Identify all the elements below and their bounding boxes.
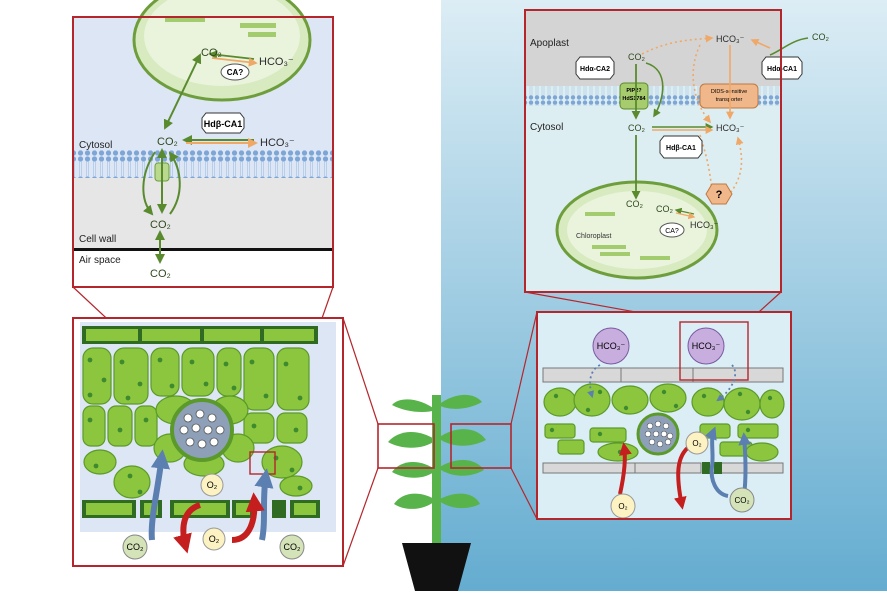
right-leaf-o2-bottom: O₂ xyxy=(618,502,627,511)
right-pip-label: PIP2? xyxy=(626,88,642,94)
left-cell-wall xyxy=(73,178,333,248)
right-hdb-ca1: Hdβ-CA1 xyxy=(666,145,696,152)
left-cytosol-co2: CO₂ xyxy=(157,136,178,148)
right-dids-line2: transporter xyxy=(716,97,743,103)
right-chloroplast-label: Chloroplast xyxy=(576,233,611,240)
right-leaf-co2-bottom: CO₂ xyxy=(734,496,749,505)
right-dids-line1: DIDS-sensitive xyxy=(711,89,747,95)
left-cytosol-label: Cytosol xyxy=(79,140,112,151)
left-leaf-o2-center: O₂ xyxy=(207,480,218,490)
right-apo-co2: CO₂ xyxy=(628,52,646,62)
right-leaf-o2-right: O₂ xyxy=(692,439,701,448)
left-zoom-panel: CO₂ HCO₃⁻ CA? Cytosol CO₂ Hdβ-CA1 HCO₃⁻ … xyxy=(72,0,334,288)
right-cyt-hco3: HCO₃⁻ xyxy=(716,123,745,133)
right-chl-co2-a: CO₂ xyxy=(626,199,644,209)
left-air-space-label: Air space xyxy=(79,255,121,266)
left-cytosol-hco3: HCO₃⁻ xyxy=(260,137,295,149)
right-apo-hco3: HCO₃⁻ xyxy=(716,34,745,44)
right-cyt-co2: CO₂ xyxy=(628,123,646,133)
right-outer-co2: CO₂ xyxy=(812,32,830,42)
right-zoom-panel: PIP2? HdS1784 DIDS-sensitive transporter… xyxy=(524,9,830,293)
left-chloroplast-hco3: HCO₃⁻ xyxy=(259,56,294,68)
left-leaf-co2-right: CO₂ xyxy=(284,542,302,552)
left-wall-co2: CO₂ xyxy=(150,219,171,231)
right-leaf-section: HCO₃⁻ HCO₃⁻ O₂ O₂ CO₂ xyxy=(536,311,792,520)
left-air-co2: CO₂ xyxy=(150,268,171,280)
left-leaf-section: O₂ O₂ CO₂ CO₂ xyxy=(72,317,344,567)
right-apoplast xyxy=(525,10,781,86)
left-leaf-o2-bottom: O₂ xyxy=(209,534,220,544)
left-hdb-ca1-badge xyxy=(201,112,245,134)
right-leaf-hco3-right: HCO₃⁻ xyxy=(692,341,721,351)
left-hdb-ca1: Hdβ-CA1 xyxy=(204,119,243,129)
right-cytosol-label: Cytosol xyxy=(530,122,563,133)
left-chloroplast-ca: CA? xyxy=(227,68,244,77)
left-plasma-membrane xyxy=(73,150,333,178)
left-leaf-co2-left: CO₂ xyxy=(127,542,145,552)
right-hda-ca2: Hdα-CA2 xyxy=(580,66,610,73)
left-cell-wall-label: Cell wall xyxy=(79,234,116,245)
right-pip-id: HdS1784 xyxy=(622,96,646,102)
right-chl-hco3: HCO₃⁻ xyxy=(690,220,719,230)
right-leaf-hco3-left: HCO₃⁻ xyxy=(597,341,626,351)
right-apoplast-label: Apoplast xyxy=(530,38,569,49)
left-chloroplast-co2: CO₂ xyxy=(201,47,222,59)
right-chl-ca: CA? xyxy=(665,228,679,235)
right-hda-ca1: Hdα-CA1 xyxy=(767,66,797,73)
right-question: ? xyxy=(716,189,723,201)
right-chl-co2-b: CO₂ xyxy=(656,204,674,214)
plant-illustration xyxy=(388,394,486,591)
